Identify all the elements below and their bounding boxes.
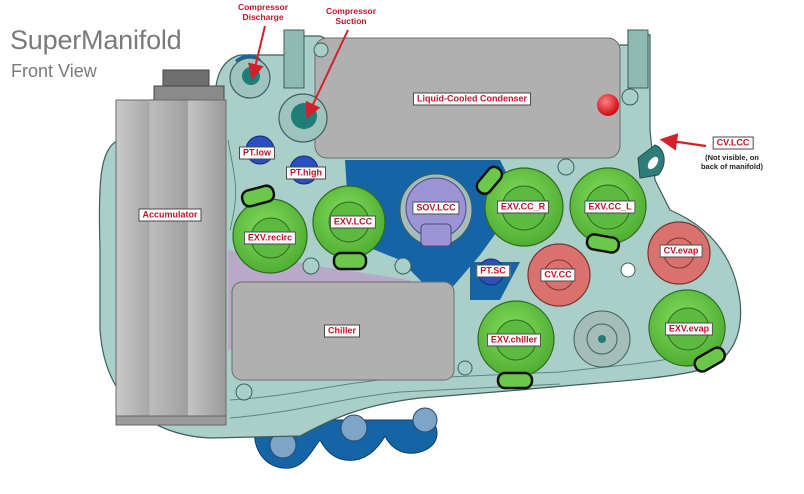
chiller-label: Chiller <box>323 324 361 338</box>
bolt-boss <box>621 88 639 106</box>
cv-cc-label: CV.CC <box>540 268 576 282</box>
center-port-ring <box>586 323 618 355</box>
accumulator-base <box>115 415 227 426</box>
note-line: (Not visible, on <box>705 153 759 162</box>
pt-high-label: PT.high <box>286 166 326 180</box>
accumulator-body <box>115 99 227 426</box>
body-contour <box>229 383 561 419</box>
accumulator-label: Accumulator <box>138 208 202 222</box>
bolt-boss <box>313 42 329 58</box>
liquid-cooled-condenser-label: Liquid-Cooled Condenser <box>413 92 531 106</box>
exv-chiller-label: EXV.chiller <box>486 333 542 347</box>
bolt-boss <box>457 360 473 376</box>
compressor-discharge-callout: Compressor Discharge <box>238 2 288 22</box>
exv-cc-l-label: EXV.CC_L <box>584 200 636 214</box>
callout-line: Suction <box>335 16 367 26</box>
through-hole <box>620 262 636 278</box>
cv-evap-label: CV.evap <box>659 244 703 258</box>
accumulator-cap-ring <box>153 85 225 101</box>
callout-line: Compressor <box>237 2 289 12</box>
page-subtitle: Front View <box>11 61 97 81</box>
center-port-hole <box>598 335 606 343</box>
page-title: SuperManifold <box>10 25 182 55</box>
bolt-boss <box>235 383 253 401</box>
cv-lcc-label: CV.LCC <box>712 136 754 150</box>
compressor-suction-callout: Compressor Suction <box>326 6 376 26</box>
exv-cc-r-label: EXV.CC_R <box>496 200 550 214</box>
pt-low-label: PT.low <box>238 146 276 160</box>
callout-line: Discharge <box>242 12 284 22</box>
mount-hole <box>412 407 438 433</box>
bolt-boss <box>302 257 320 275</box>
cv-lcc-tab-hole <box>647 156 659 170</box>
pt-sc-label: PT.SC <box>476 264 510 278</box>
accumulator-cap-nut <box>162 69 210 87</box>
exv-chiller-valve <box>477 300 555 390</box>
compressor-suction-port-inner <box>291 103 317 129</box>
top-port-right <box>627 29 649 89</box>
red-indicator-dot <box>597 94 619 116</box>
bolt-boss <box>557 158 575 176</box>
cv-lcc-note: (Not visible, on back of manifold) <box>701 153 763 171</box>
exv-evap-label: EXV.evap <box>664 322 714 336</box>
exv-recirc-label: EXV.recirc <box>243 231 297 245</box>
compressor-discharge-arrow <box>248 25 266 80</box>
callout-line: Compressor <box>325 6 377 16</box>
note-line: back of manifold) <box>700 162 764 171</box>
mount-hole <box>340 414 368 442</box>
exv-lcc-label: EXV.LCC <box>329 215 377 229</box>
sov-lcc-label: SOV.LCC <box>412 201 460 215</box>
body-contour <box>227 139 237 231</box>
compressor-suction-arrow <box>305 29 349 119</box>
top-port-left <box>283 29 305 89</box>
bolt-boss <box>394 257 412 275</box>
compressor-discharge-port-inner <box>242 67 260 85</box>
cv-lcc-arrow <box>659 133 707 151</box>
sov-lcc-connector <box>420 223 452 247</box>
